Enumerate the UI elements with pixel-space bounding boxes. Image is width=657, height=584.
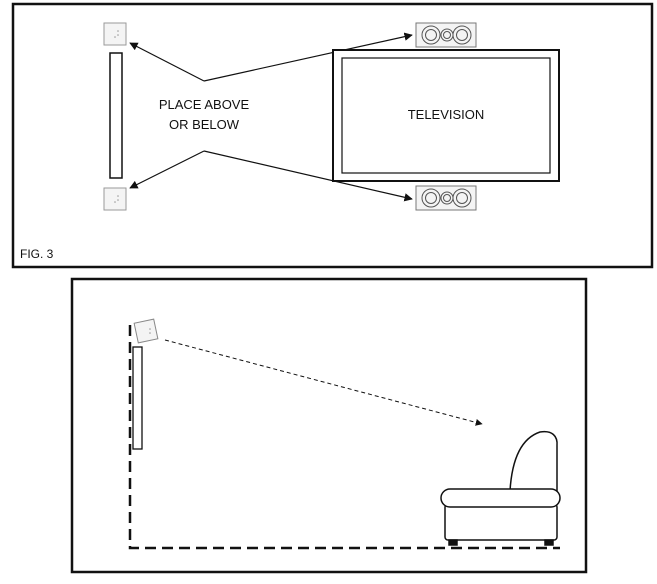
figure-label: FIG. 3 bbox=[20, 247, 54, 261]
vertical-panel bbox=[109, 52, 123, 179]
armchair-base bbox=[444, 503, 558, 541]
arrow-to-top-left-speaker bbox=[129, 42, 205, 82]
television-label: TELEVISION bbox=[408, 107, 485, 122]
armchair-leg-back bbox=[544, 539, 554, 546]
armchair-backrest bbox=[509, 430, 558, 493]
arrow-to-bottom-right-speaker bbox=[203, 150, 413, 202]
instruction-line-2: OR BELOW bbox=[169, 117, 240, 132]
sound-direction-arrow bbox=[164, 339, 483, 426]
arrow-to-top-right-speaker bbox=[203, 32, 413, 82]
armchair-leg-front bbox=[448, 539, 458, 546]
wall-floor-guide bbox=[128, 325, 560, 550]
center-speaker-bottom bbox=[415, 185, 477, 211]
arrow-to-bottom-left-speaker bbox=[129, 150, 205, 189]
center-speaker-top bbox=[415, 22, 477, 48]
armchair bbox=[440, 430, 561, 546]
surround-speaker-bottom bbox=[103, 187, 127, 211]
surround-speaker-top bbox=[103, 22, 127, 46]
wall-mounted-speaker bbox=[133, 318, 159, 344]
instruction-line-1: PLACE ABOVE bbox=[159, 97, 250, 112]
top-panel: PLACE ABOVE OR BELOW bbox=[11, 2, 654, 269]
wall-panel bbox=[132, 346, 143, 450]
armchair-seat-cushion bbox=[440, 488, 561, 508]
bottom-panel bbox=[70, 277, 588, 574]
television bbox=[332, 49, 560, 182]
